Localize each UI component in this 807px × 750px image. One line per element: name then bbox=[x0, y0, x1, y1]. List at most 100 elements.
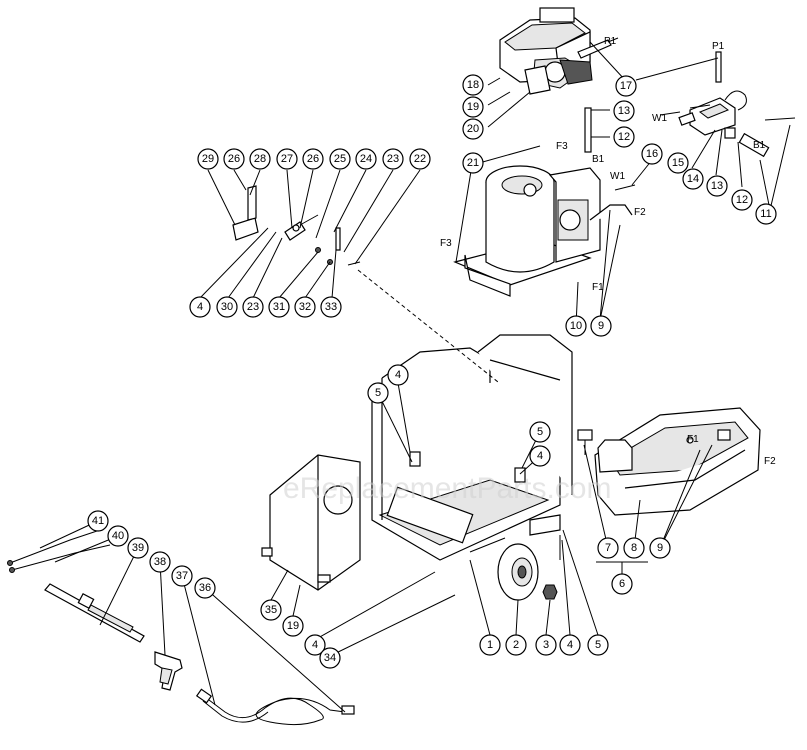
svg-text:27: 27 bbox=[281, 153, 293, 165]
callout-1: 1 bbox=[479, 634, 501, 656]
svg-text:5: 5 bbox=[375, 387, 381, 399]
label-p1-b: P1 bbox=[712, 41, 725, 52]
spray-gun bbox=[154, 651, 183, 691]
callout-4-e: 4 bbox=[304, 634, 326, 656]
label-f1-b: F1 bbox=[687, 434, 699, 445]
axle-hardware bbox=[469, 535, 561, 600]
svg-text:30: 30 bbox=[221, 301, 233, 313]
svg-text:34: 34 bbox=[324, 652, 336, 664]
svg-text:11: 11 bbox=[760, 208, 771, 220]
svg-text:13: 13 bbox=[618, 105, 630, 117]
callout-30: 30 bbox=[216, 296, 238, 318]
callout-26-b: 26 bbox=[302, 148, 324, 170]
svg-text:37: 37 bbox=[176, 570, 188, 582]
callout-3: 3 bbox=[535, 634, 557, 656]
svg-text:19: 19 bbox=[287, 620, 299, 632]
label-w1-a: W1 bbox=[652, 113, 667, 124]
svg-text:41: 41 bbox=[92, 515, 104, 527]
callout-25: 25 bbox=[329, 148, 351, 170]
engine-assembly bbox=[499, 7, 593, 95]
callout-13-a: 13 bbox=[613, 100, 635, 122]
svg-text:4: 4 bbox=[197, 301, 203, 313]
svg-text:36: 36 bbox=[199, 582, 211, 594]
callout-16: 16 bbox=[641, 143, 663, 165]
callout-19-bottom: 19 bbox=[282, 615, 304, 637]
svg-text:39: 39 bbox=[132, 542, 144, 554]
callout-20: 20 bbox=[462, 118, 484, 140]
coil-burner-assembly bbox=[453, 165, 633, 297]
unloader-valve-assembly bbox=[678, 90, 747, 139]
callout-4-a: 4 bbox=[189, 296, 211, 318]
svg-text:7: 7 bbox=[605, 542, 611, 554]
callout-4-b: 4 bbox=[387, 364, 409, 386]
callouts: 17 18 19 20 13 12 21 16 15 14 13 12 11 1… bbox=[87, 74, 777, 669]
callout-40: 40 bbox=[107, 525, 129, 547]
svg-text:21: 21 bbox=[467, 157, 479, 169]
svg-text:38: 38 bbox=[154, 556, 166, 568]
pressure-hose bbox=[195, 688, 355, 726]
svg-text:35: 35 bbox=[265, 604, 277, 616]
svg-text:26: 26 bbox=[307, 153, 319, 165]
svg-text:4: 4 bbox=[312, 639, 318, 651]
callout-41: 41 bbox=[87, 510, 109, 532]
callout-24: 24 bbox=[355, 148, 377, 170]
callout-13-b: 13 bbox=[706, 175, 728, 197]
callout-31: 31 bbox=[268, 296, 290, 318]
svg-text:23: 23 bbox=[387, 153, 399, 165]
callout-10: 10 bbox=[565, 315, 587, 337]
callout-15: 15 bbox=[667, 152, 689, 174]
callout-7: 7 bbox=[597, 537, 619, 559]
svg-text:10: 10 bbox=[570, 320, 582, 332]
connection-labels: P1 P1 W1 W1 B1 B1 F1 F1 F2 F2 F3 F3 bbox=[440, 36, 776, 467]
svg-text:25: 25 bbox=[334, 153, 346, 165]
svg-text:29: 29 bbox=[202, 153, 214, 165]
svg-text:28: 28 bbox=[254, 153, 266, 165]
label-b1-a: B1 bbox=[592, 154, 605, 165]
callout-23-b: 23 bbox=[242, 296, 264, 318]
callout-26-a: 26 bbox=[223, 148, 245, 170]
label-f2-b: F2 bbox=[764, 456, 776, 467]
svg-text:24: 24 bbox=[360, 153, 372, 165]
callout-8: 8 bbox=[623, 537, 645, 559]
svg-text:26: 26 bbox=[228, 153, 240, 165]
callout-21: 21 bbox=[462, 152, 484, 174]
svg-text:12: 12 bbox=[618, 131, 630, 143]
svg-text:9: 9 bbox=[598, 320, 604, 332]
svg-text:1: 1 bbox=[487, 639, 493, 651]
callout-38: 38 bbox=[149, 551, 171, 573]
heat-shield-panel bbox=[261, 454, 361, 591]
callout-39: 39 bbox=[127, 537, 149, 559]
callout-35: 35 bbox=[260, 599, 282, 621]
callout-29: 29 bbox=[197, 148, 219, 170]
callout-34: 34 bbox=[319, 647, 341, 669]
callout-18: 18 bbox=[462, 74, 484, 96]
svg-text:9: 9 bbox=[657, 542, 663, 554]
fuel-tank-assembly bbox=[577, 407, 761, 516]
callout-12-b: 12 bbox=[731, 189, 753, 211]
svg-text:13: 13 bbox=[711, 180, 723, 192]
callout-27: 27 bbox=[276, 148, 298, 170]
wheel bbox=[497, 543, 539, 601]
label-w1-b: W1 bbox=[610, 171, 625, 182]
label-b1-b: B1 bbox=[753, 140, 766, 151]
callout-2: 2 bbox=[505, 634, 527, 656]
callout-12-a: 12 bbox=[613, 126, 635, 148]
extension-rods bbox=[584, 51, 796, 191]
callout-19-top: 19 bbox=[462, 96, 484, 118]
callout-4-c: 4 bbox=[529, 445, 551, 467]
callout-28: 28 bbox=[249, 148, 271, 170]
label-f3-a: F3 bbox=[556, 141, 568, 152]
svg-text:31: 31 bbox=[273, 301, 285, 313]
svg-text:4: 4 bbox=[567, 639, 573, 651]
svg-text:16: 16 bbox=[646, 148, 658, 160]
callout-17: 17 bbox=[615, 75, 637, 97]
svg-text:3: 3 bbox=[543, 639, 549, 651]
label-p1-a: P1 bbox=[604, 36, 617, 47]
svg-text:14: 14 bbox=[687, 173, 699, 185]
pump-connection-hose bbox=[577, 37, 619, 59]
svg-text:20: 20 bbox=[467, 123, 479, 135]
svg-text:40: 40 bbox=[112, 530, 124, 542]
callout-11: 11 bbox=[755, 203, 777, 225]
label-f3-b: F3 bbox=[440, 238, 452, 249]
